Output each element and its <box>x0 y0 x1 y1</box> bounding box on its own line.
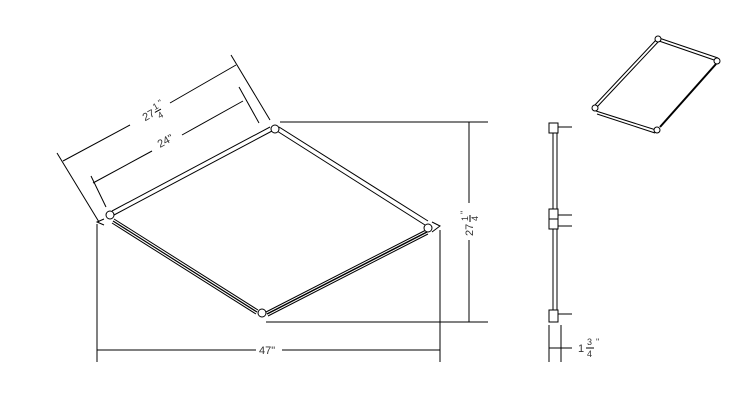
corner-joint <box>653 126 661 134</box>
inch-mark: " <box>596 337 599 347</box>
outer-diagonal-whole: 27 <box>141 108 158 124</box>
dimension-width: 47" <box>96 224 441 362</box>
height-whole: 27 <box>464 224 476 236</box>
corner-joint <box>713 57 721 65</box>
depth-whole: 1 <box>578 343 584 355</box>
corner-joint <box>654 35 662 43</box>
side-joint <box>548 218 572 230</box>
height-fraction-num: 1 <box>460 216 470 221</box>
corner-joint <box>257 308 267 318</box>
frame-rod <box>265 229 429 317</box>
isometric-view <box>591 35 721 134</box>
height-fraction-den: 4 <box>470 216 480 221</box>
corner-joint <box>591 104 599 112</box>
frame-rod <box>111 218 259 315</box>
dimension-depth: 1 3 4 " <box>548 325 599 362</box>
side-view <box>548 122 572 323</box>
outer-diagonal-fraction-den: 4 <box>156 110 165 121</box>
corner-joint <box>423 223 433 233</box>
corner-joint <box>270 124 280 134</box>
side-joint <box>548 122 572 134</box>
depth-fraction-den: 4 <box>587 349 592 359</box>
dimension-inner-diagonal: 24" <box>90 86 260 208</box>
side-joint <box>548 309 572 323</box>
dimension-height: 27 1 4 " <box>266 121 488 323</box>
inner-diagonal-label: 24" <box>156 132 176 150</box>
front-view-frame <box>95 124 441 318</box>
inch-mark: " <box>157 97 165 107</box>
depth-fraction-num: 3 <box>587 337 592 347</box>
inch-mark: " <box>459 211 469 214</box>
dimension-outer-diagonal: 27 1 4 " <box>56 54 271 223</box>
outer-diagonal-fraction-num: 1 <box>151 101 160 112</box>
width-label: 47" <box>259 345 275 357</box>
frame-rod <box>276 126 429 226</box>
side-joint <box>548 208 572 220</box>
frame-rod <box>111 126 273 216</box>
corner-joint <box>105 210 115 220</box>
